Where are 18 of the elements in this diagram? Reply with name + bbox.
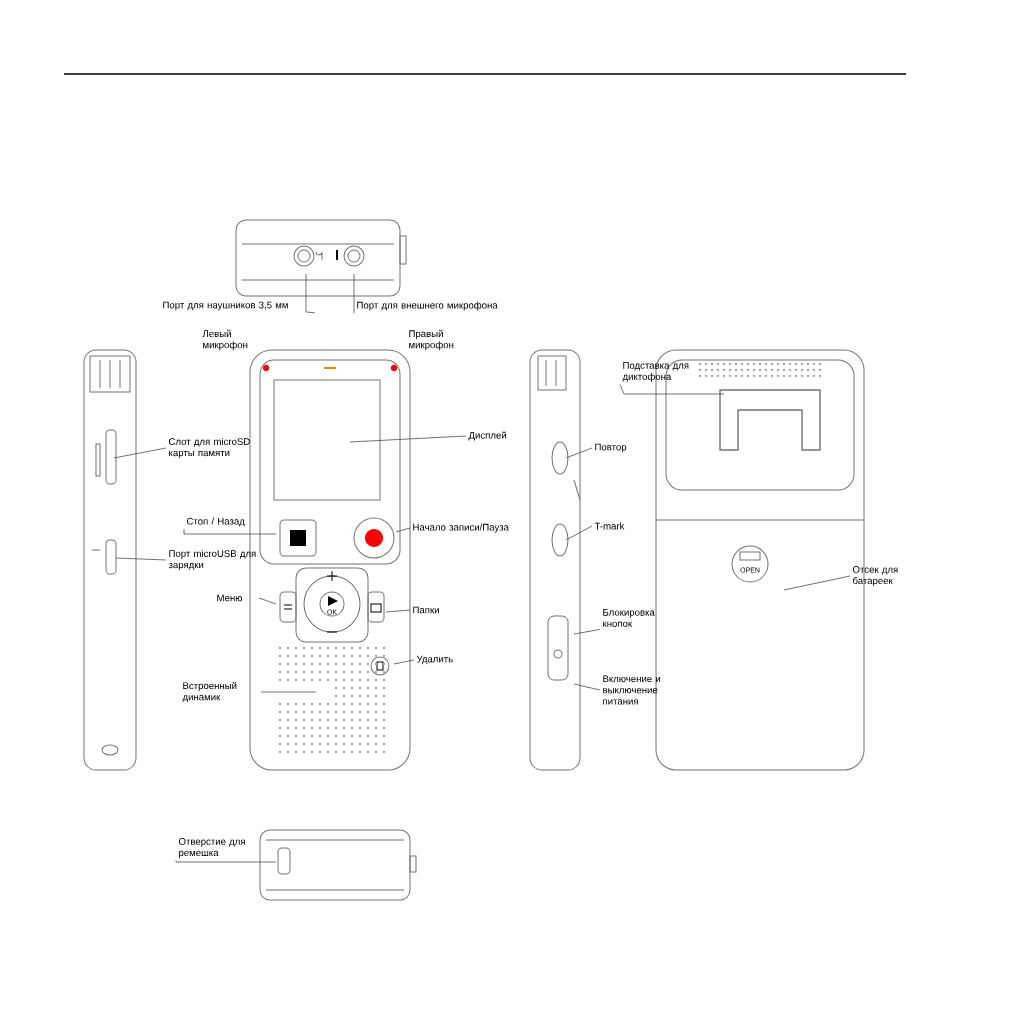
leader-line [565, 447, 593, 459]
leader-line [353, 273, 355, 314]
leader-line [260, 691, 317, 693]
leader-line [565, 525, 593, 541]
leader-line [115, 557, 167, 561]
leader-line [183, 528, 277, 535]
leader-line [783, 575, 851, 591]
leader-line [395, 527, 411, 533]
leader-line [385, 609, 411, 613]
leader-line [393, 659, 415, 665]
leader-line [349, 435, 467, 443]
leader-line [573, 683, 601, 691]
leader-line [175, 860, 277, 863]
leader-line [113, 447, 167, 459]
leader-line [305, 273, 316, 314]
leader-line [573, 629, 601, 635]
leader-line [619, 384, 725, 395]
leader-line [258, 597, 277, 605]
